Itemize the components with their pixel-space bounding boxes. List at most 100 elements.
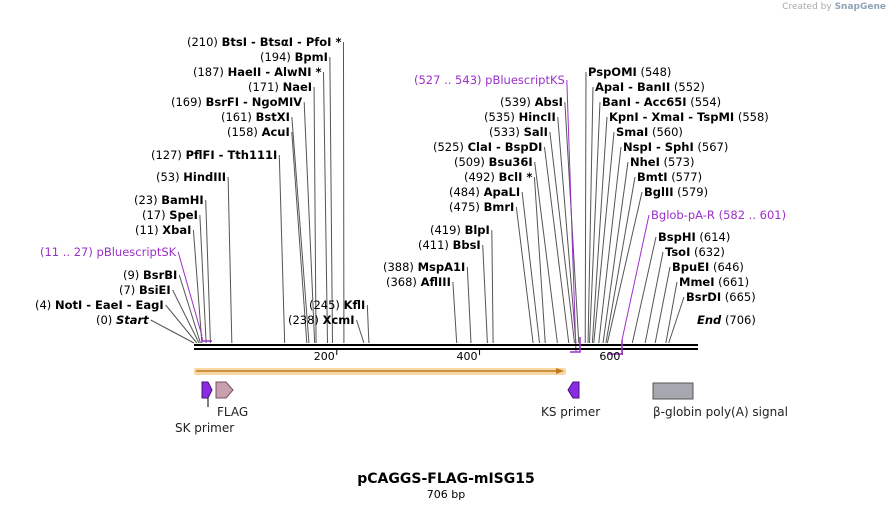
primer-line-pbluescriptks	[566, 79, 577, 353]
sk-primer-label: SK primer	[175, 421, 235, 435]
site-line-bsphi	[631, 236, 657, 344]
primer-name: pBluescriptSK	[96, 245, 177, 259]
flag-feature	[215, 381, 234, 399]
site-position: (579)	[677, 185, 709, 199]
site-position: (210)	[187, 35, 218, 49]
site-label-bsphi: BspHI (614)	[658, 230, 730, 244]
site-enzymes: BspHI	[658, 230, 696, 244]
site-label-mmei: MmeI (661)	[679, 275, 749, 289]
site-enzymes: BpmI	[294, 50, 328, 64]
site-line-apali	[521, 191, 541, 344]
site-label-smai: SmaI (560)	[616, 125, 683, 139]
snapgene-credit: Created by SnapGene	[782, 2, 886, 12]
site-line-acui	[291, 131, 308, 344]
site-label-bsrdi: BsrDI (665)	[686, 290, 756, 304]
site-enzymes: BbsI	[452, 238, 481, 252]
site-line-nhei	[602, 161, 629, 344]
site-line-pspomi	[584, 71, 587, 344]
site-label-spei: (17) SpeI	[142, 208, 198, 222]
site-enzymes: HindIII	[183, 170, 227, 184]
site-enzymes: BamHI	[161, 193, 204, 207]
credit-prefix: Created by	[782, 2, 832, 12]
site-label-bamhi: (23) BamHI	[134, 193, 204, 207]
site-line-bmti	[605, 176, 636, 344]
site-enzymes: BlpI	[464, 223, 490, 237]
site-position: (558)	[737, 110, 769, 124]
site-enzymes: XcmI	[322, 313, 355, 327]
site-position: (9)	[123, 268, 140, 282]
site-position: (4)	[35, 298, 52, 312]
site-position: (548)	[640, 65, 672, 79]
site-line-nspi-sphi	[598, 146, 622, 344]
primer-name: pBluescriptKS	[485, 73, 565, 87]
site-label-xcmi: (238) XcmI	[288, 313, 355, 327]
site-line-xbai	[192, 229, 203, 344]
site-enzymes: BanI - Acc65I	[602, 95, 687, 109]
site-line-pflfi-tth111i	[278, 154, 286, 344]
site-enzymes: ClaI - BspDI	[467, 140, 543, 154]
site-position: (573)	[663, 155, 695, 169]
site-label-bmri: (475) BmrI	[449, 200, 514, 214]
site-line-apai-banii	[587, 86, 594, 344]
site-label-bani-acc65i: BanI - Acc65I (554)	[602, 95, 721, 109]
site-line-bsu36i	[534, 161, 558, 344]
site-line-bpmi	[329, 56, 333, 344]
plasmid-length: 706 bp	[426, 488, 466, 501]
primer-label-pbluescriptks: (527 .. 543) pBluescriptKS	[414, 73, 565, 87]
snapgene-brand: SnapGene	[834, 2, 886, 12]
site-position: (7)	[119, 283, 136, 297]
flag-label: FLAG	[217, 405, 249, 419]
orf-arrow-head	[556, 368, 564, 374]
site-label-acui: (158) AcuI	[227, 125, 290, 139]
site-label-clai-bspdi: (525) ClaI - BspDI	[433, 140, 542, 154]
end-line-start	[150, 319, 195, 344]
site-line-bamhi	[205, 199, 211, 344]
site-label-pflfi-tth111i: (127) PflFI - Tth111I	[151, 148, 277, 162]
site-position: (533)	[489, 125, 520, 139]
primer-name: Bglob-pA-R	[651, 208, 715, 222]
end-name: Start	[115, 313, 149, 327]
site-position: (127)	[151, 148, 182, 162]
site-label-hincii: (535) HincII	[484, 110, 556, 124]
site-enzymes: BclI *	[498, 170, 533, 184]
site-enzymes: XbaI	[162, 223, 192, 237]
site-line-bsrbi	[178, 274, 201, 344]
site-label-bsu36i: (509) Bsu36I	[454, 155, 533, 169]
site-line-spei	[199, 214, 207, 344]
site-enzymes: SmaI	[616, 125, 649, 139]
site-enzymes: BpuEI	[672, 260, 710, 274]
site-position: (484)	[449, 185, 480, 199]
site-label-apai-banii: ApaI - BanII (552)	[595, 80, 705, 94]
site-position: (554)	[690, 95, 722, 109]
site-position: (23)	[134, 193, 158, 207]
site-enzymes: NspI - SphI	[623, 140, 694, 154]
site-line-noti-eaei-eagi	[165, 304, 198, 344]
site-enzymes: NheI	[630, 155, 660, 169]
site-label-bglii: BglII (579)	[644, 185, 708, 199]
site-position: (492)	[464, 170, 495, 184]
site-label-afliii: (368) AflIII	[386, 275, 451, 289]
site-position: (525)	[433, 140, 464, 154]
site-line-afliii	[452, 281, 458, 344]
site-label-naei: (171) NaeI	[248, 80, 312, 94]
site-enzymes: PspOMI	[588, 65, 637, 79]
site-label-bsrfi-ngomiv: (169) BsrFI - NgoMIV	[171, 95, 302, 109]
site-position: (419)	[430, 223, 461, 237]
site-position: (245)	[309, 298, 340, 312]
site-line-mspa1i	[466, 266, 472, 344]
site-enzymes: BglII	[644, 185, 674, 199]
site-line-tsoi	[644, 251, 664, 344]
primer-label-pbluescriptsk: (11 .. 27) pBluescriptSK	[40, 245, 176, 259]
site-line-sali	[549, 131, 575, 344]
site-label-bstxi: (161) BstXI	[221, 110, 290, 124]
site-line-hincii	[557, 116, 577, 344]
site-enzymes: AflIII	[420, 275, 451, 289]
site-label-bcli: (492) BclI *	[464, 170, 532, 184]
site-label-btsi-bts-i-pfoi: (210) BtsI - BtsαI - PfoI *	[187, 35, 341, 49]
primer-range: (582 .. 601)	[718, 208, 787, 222]
site-enzymes: TsoI	[665, 245, 691, 259]
site-line-bpuei	[654, 266, 671, 344]
site-enzymes: BstXI	[255, 110, 290, 124]
site-label-kfli: (245) KflI	[309, 298, 365, 312]
